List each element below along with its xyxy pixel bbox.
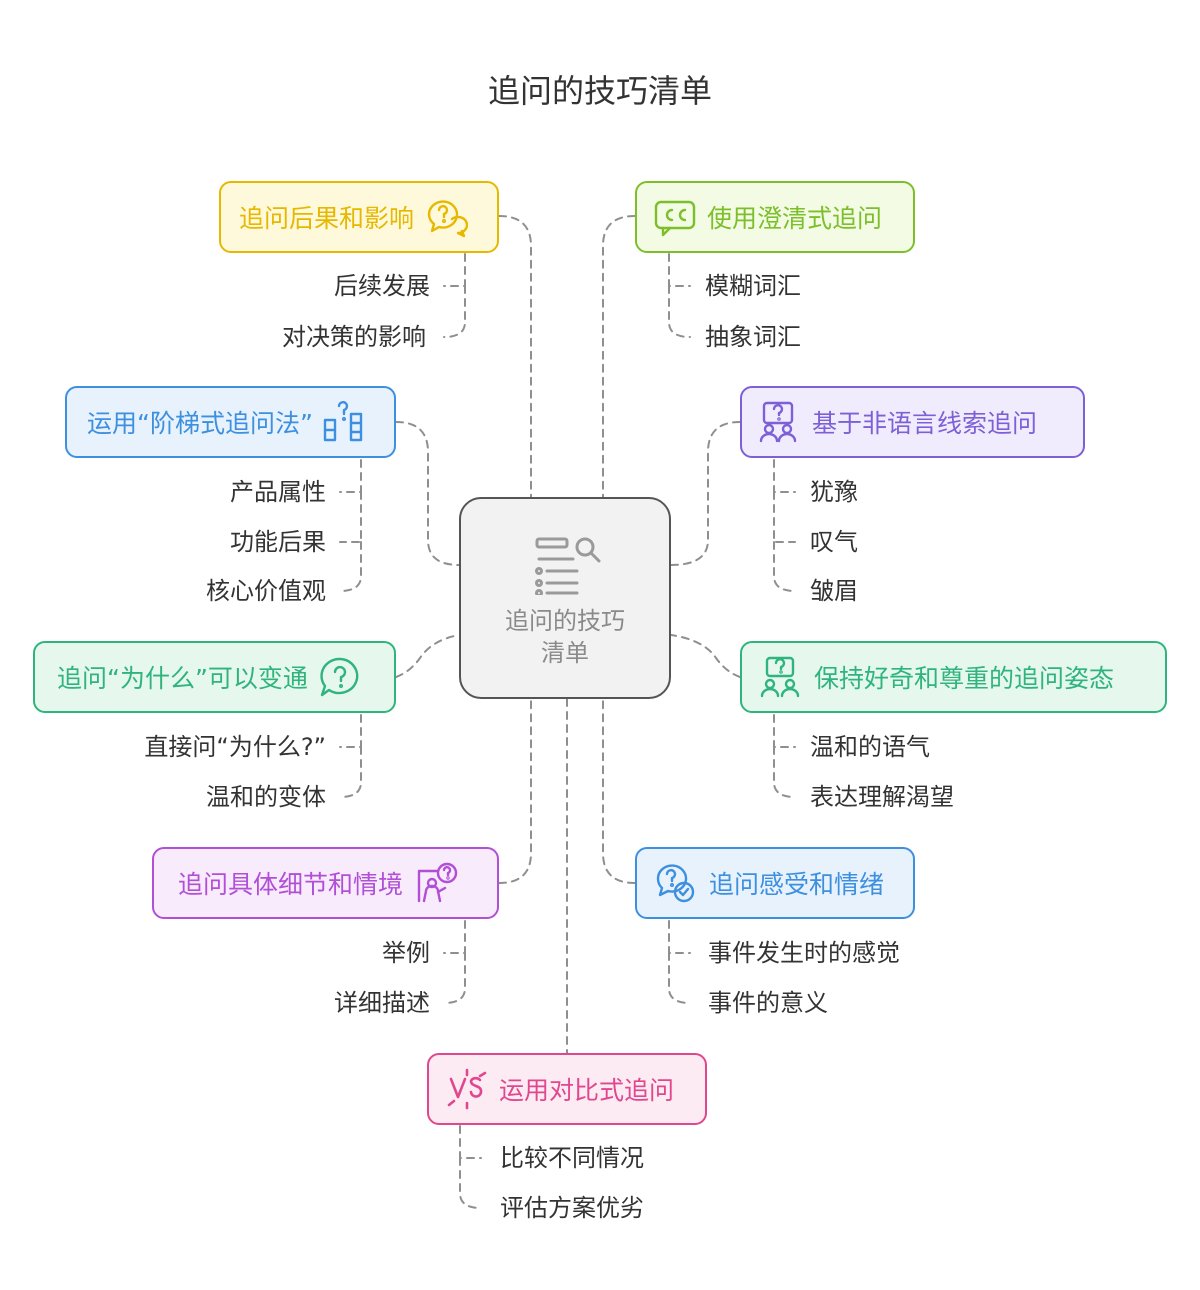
list-search-icon xyxy=(535,537,601,595)
sub-item: 举例 xyxy=(382,939,430,967)
question-bubble-icon xyxy=(320,657,359,697)
ladder-question-icon xyxy=(323,400,363,442)
branch-clarification: 使用澄清式追问 xyxy=(635,181,915,253)
sub-item: 皱眉 xyxy=(810,577,858,605)
sub-item: 叹气 xyxy=(810,528,858,556)
sub-item: 详细描述 xyxy=(334,989,430,1017)
sub-item: 事件发生时的感觉 xyxy=(708,939,900,967)
sub-item: 犹豫 xyxy=(810,478,858,506)
center-node: 追问的技巧 清单 xyxy=(459,497,671,699)
branch-comparison: 运用对比式追问 xyxy=(427,1053,707,1125)
branch-feelings: 追问感受和情绪 xyxy=(635,847,915,919)
presenter-question-icon xyxy=(417,862,458,903)
branch-consequences: 追问后果和影响 xyxy=(219,181,499,253)
sub-item: 直接问“为什么?” xyxy=(144,733,326,761)
center-label-line1: 追问的技巧 xyxy=(505,607,625,635)
sub-item: 后续发展 xyxy=(334,272,430,300)
sub-item: 核心价值观 xyxy=(206,577,326,605)
closed-caption-icon xyxy=(654,200,696,237)
sub-item: 温和的变体 xyxy=(206,783,326,811)
center-label: 追问的技巧 清单 xyxy=(461,605,669,669)
branch-details: 追问具体细节和情境 xyxy=(152,847,499,919)
person-question-icon xyxy=(759,401,797,443)
branch-label: 运用对比式追问 xyxy=(499,1076,675,1105)
branch-label: 追问“为什么”可以变通 xyxy=(57,664,308,693)
center-label-line2: 清单 xyxy=(541,639,589,667)
branch-label: 追问感受和情绪 xyxy=(709,870,885,899)
sub-item: 功能后果 xyxy=(230,528,326,556)
chat-check-icon xyxy=(656,864,695,903)
branch-label: 基于非语言线索追问 xyxy=(812,409,1038,438)
branch-label: 运用“阶梯式追问法” xyxy=(87,409,313,438)
sub-item: 评估方案优劣 xyxy=(500,1194,644,1222)
branch-nonverbal: 基于非语言线索追问 xyxy=(740,386,1085,458)
branch-label: 追问后果和影响 xyxy=(239,204,415,233)
branch-label: 保持好奇和尊重的追问姿态 xyxy=(814,664,1115,693)
sub-item: 抽象词汇 xyxy=(705,323,801,351)
sub-item: 表达理解渴望 xyxy=(810,783,954,811)
versus-icon xyxy=(447,1068,487,1110)
sub-item: 事件的意义 xyxy=(708,989,828,1017)
group-question-icon xyxy=(760,656,800,698)
sub-item: 比较不同情况 xyxy=(500,1144,644,1172)
sub-item: 产品属性 xyxy=(230,478,326,506)
sub-item: 温和的语气 xyxy=(810,733,930,761)
sub-item: 模糊词汇 xyxy=(705,272,801,300)
branch-why: 追问“为什么”可以变通 xyxy=(33,641,396,713)
branch-label: 使用澄清式追问 xyxy=(707,204,883,233)
branch-label: 追问具体细节和情境 xyxy=(178,870,404,899)
branch-laddering: 运用“阶梯式追问法” xyxy=(65,386,396,458)
sub-item: 对决策的影响 xyxy=(282,323,426,351)
question-chat-icon xyxy=(427,200,469,238)
branch-curiosity: 保持好奇和尊重的追问姿态 xyxy=(740,641,1167,713)
diagram-title: 追问的技巧清单 xyxy=(487,72,712,110)
